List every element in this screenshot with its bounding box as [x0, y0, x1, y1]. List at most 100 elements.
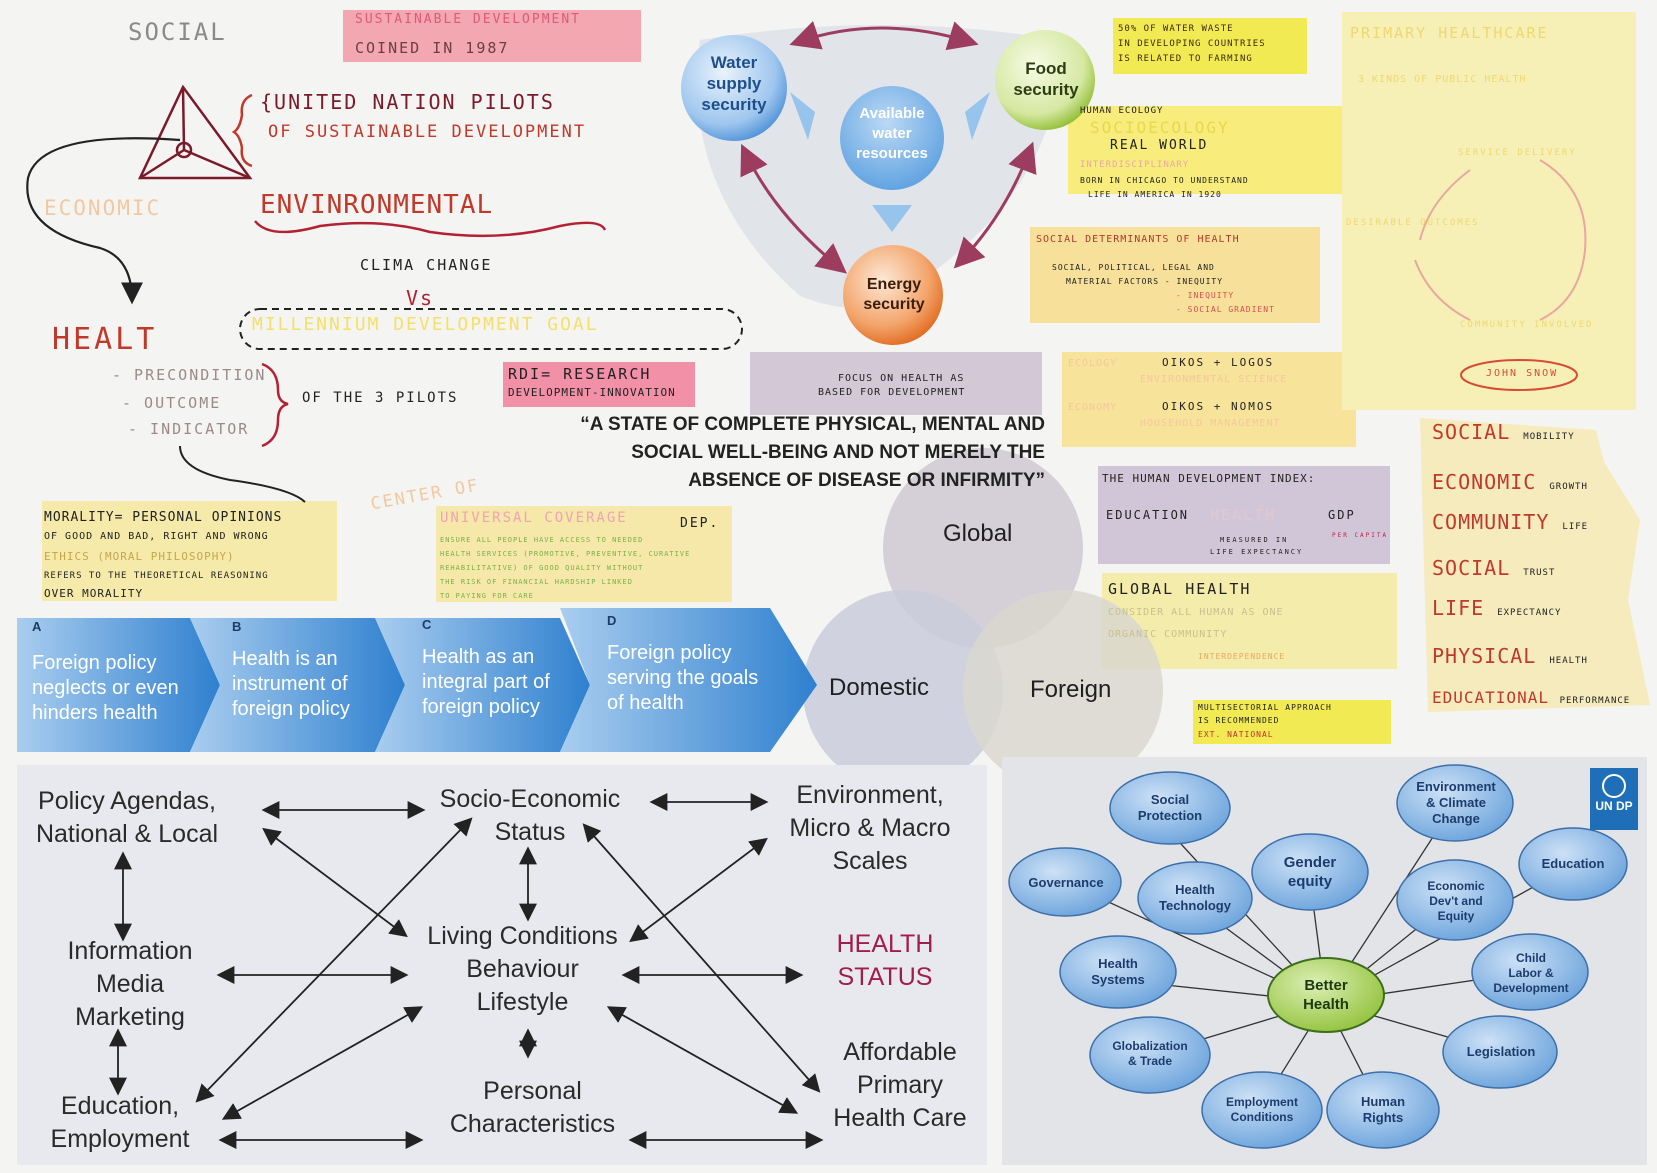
ecology-label: ECOLOGY	[1068, 358, 1118, 369]
global-health-line1: CONSIDER ALL HUMAN AS ONE	[1108, 607, 1284, 618]
sticky-ecology	[1062, 352, 1356, 447]
determinants-panel	[17, 765, 987, 1165]
hdi-gdp-note: PER CAPITA	[1332, 532, 1389, 539]
born-line2: LIFE IN AMERICA IN 1920	[1088, 190, 1222, 199]
sticky-outcomes	[1420, 418, 1650, 712]
uhc-line5: THE RISK OF FINANCIAL HARDSHIP LINKED	[440, 578, 633, 586]
sd-coined: COINED IN 1987	[355, 39, 510, 57]
brace-healt	[261, 362, 289, 448]
outcome-label: - OUTCOME	[122, 394, 222, 412]
sticky-primary-healthcare	[1342, 12, 1636, 410]
household-management-label: HOUSEHOLD MANAGEMENT	[1140, 418, 1281, 429]
uhc-line4: REHABILITATIVE) OF GOOD QUALITY WITHOUT	[440, 564, 644, 572]
node-employment: Employment Conditions	[1225, 1095, 1298, 1124]
outcome-6: PHYSICAL HEALTH	[1432, 644, 1588, 668]
uhc-line2: ENSURE ALL PEOPLE HAVE ACCESS TO NEEDED	[440, 536, 644, 544]
outcome-7-small: PERFORMANCE	[1559, 696, 1631, 706]
chevron-d-letter: D	[607, 613, 617, 628]
outcome-2: ECONOMIC GROWTH	[1432, 470, 1588, 494]
outcome-2-small: GROWTH	[1549, 482, 1588, 492]
sdh-line1: SOCIAL, POLITICAL, LEGAL AND	[1052, 263, 1215, 272]
multisectorial-line1: MULTISECTORIAL APPROACH	[1198, 703, 1332, 712]
sdh-line3: - INEQUITY	[1176, 291, 1235, 300]
hdi-title: THE HUMAN DEVELOPMENT INDEX:	[1102, 472, 1316, 485]
node-health-systems: Health Systems	[1091, 956, 1145, 987]
sticky-morality	[42, 501, 337, 601]
sticky-water-waste	[1113, 18, 1307, 74]
spider-nodes	[1008, 764, 1628, 1149]
ph-cycle-community: COMMUNITY INVOLVED	[1460, 320, 1594, 330]
node-environment-climate: Environment & Climate Change	[1416, 779, 1496, 826]
venn-global-label: Global	[943, 520, 1013, 547]
un-pilots-line1: {UNITED NATION PILOTS	[260, 90, 555, 114]
rdi-line1: RDI= RESEARCH	[508, 365, 652, 383]
outcome-1-small: MOBILITY	[1523, 432, 1575, 442]
det-education: Education, Employment	[50, 1092, 190, 1153]
outcome-1: SOCIAL MOBILITY	[1432, 420, 1575, 444]
oikos-nomos-label: OIKOS + NOMOS	[1162, 400, 1275, 413]
outcome-6-big: PHYSICAL	[1432, 644, 1537, 668]
sdh-title: SOCIAL DETERMINANTS OF HEALTH	[1036, 234, 1240, 245]
oikos-logos-label: OIKOS + LOGOS	[1162, 356, 1275, 369]
det-information: Information Media Marketing	[67, 937, 193, 1031]
outcome-6-small: HEALTH	[1549, 656, 1588, 666]
outcome-5-small: EXPECTANCY	[1497, 608, 1562, 618]
hdi-gdp: GDP	[1328, 508, 1356, 522]
outcome-4-small: TRUST	[1523, 568, 1556, 578]
sticky-pink-sd	[343, 10, 641, 62]
interdisciplinary-label: INTERDISCIPLINARY	[1080, 160, 1190, 170]
det-environment: Environment, Micro & Macro Scales	[789, 781, 951, 875]
det-personal: Personal Characteristics	[449, 1077, 616, 1138]
precondition-label: - PRECONDITION	[112, 366, 267, 384]
sticky-multisectorial	[1193, 700, 1391, 744]
chevron-b-text: Health is an instrument of foreign polic…	[232, 648, 350, 720]
outcome-5: LIFE EXPECTANCY	[1432, 596, 1561, 620]
outcome-2-big: ECONOMIC	[1432, 470, 1537, 494]
outcome-4: SOCIAL TRUST	[1432, 556, 1555, 580]
social-label: SOCIAL	[128, 18, 227, 46]
ph-author: JOHN SNOW	[1486, 368, 1559, 379]
undp-logo-text: UN DP	[1595, 799, 1633, 813]
outcome-3: COMMUNITY LIFE	[1432, 510, 1588, 534]
who-definition-line1: “A STATE OF COMPLETE PHYSICAL, MENTAL AN…	[580, 414, 1045, 435]
available-water-label: Available water resources	[856, 105, 928, 162]
human-ecology-label: HUMAN ECOLOGY	[1080, 106, 1164, 116]
node-human-rights: Human Rights	[1360, 1094, 1406, 1125]
node-globalization: Globalization & Trade	[1112, 1039, 1188, 1068]
det-socio-economic: Socio-Economic Status	[439, 785, 621, 846]
sticky-uhc	[436, 506, 732, 602]
det-health-status: HEALTH STATUS	[836, 930, 934, 991]
sticky-sdh	[1030, 227, 1320, 323]
ph-subtitle: 3 KINDS OF PUBLIC HEALTH	[1358, 74, 1527, 85]
sdh-line4: - SOCIAL GRADIENT	[1176, 305, 1275, 314]
food-security-label: Food security	[1013, 59, 1079, 99]
water-energy-food-nexus	[681, 21, 1095, 345]
socioecology-label: SOCIOECOLOGY	[1090, 118, 1230, 137]
uhc-line3: HEALTH SERVICES (PROMOTIVE, PREVENTIVE, …	[440, 550, 691, 558]
morality-line2: OF GOOD AND BAD, RIGHT AND WRONG	[44, 531, 269, 542]
mdg-label: MILLENNIUM DEVELOPMENT GOAL	[252, 314, 599, 335]
node-gender-equity: Gender equity	[1283, 854, 1337, 890]
who-definition-line2: SOCIAL WELL-BEING AND NOT MERELY THE	[631, 442, 1045, 463]
uhc-line1: UNIVERSAL COVERAGE	[440, 510, 628, 526]
born-line1: BORN IN CHICAGO TO UNDERSTAND	[1080, 176, 1249, 185]
real-world-label: REAL WORLD	[1110, 138, 1209, 153]
node-health-technology: Health Technology	[1159, 882, 1231, 913]
chevron-a-letter: A	[32, 619, 42, 634]
chevron-c-letter: C	[422, 617, 432, 632]
vs-label: Vs	[406, 286, 435, 310]
venn-diagram	[803, 448, 1163, 790]
outcome-7-big: EDUCATIONAL	[1432, 688, 1549, 707]
node-better-health: Better Health	[1303, 977, 1349, 1013]
det-policy: Policy Agendas, National & Local	[35, 787, 219, 848]
healt-label: HEALT	[52, 322, 158, 357]
chevron-a-text: Foreign policy neglects or even hinders …	[32, 652, 179, 724]
node-education: Education	[1541, 856, 1605, 871]
morality-line3: ETHICS (MORAL PHILOSOPHY)	[44, 550, 235, 563]
environmental-label: ENVINRONMENTAL	[260, 190, 494, 220]
water-security-label: Water supply security	[701, 53, 767, 114]
outcome-3-big: COMMUNITY	[1432, 510, 1550, 534]
outcome-7: EDUCATIONAL PERFORMANCE	[1432, 688, 1630, 707]
hdi-measured-line2: LIFE EXPECTANCY	[1210, 548, 1304, 556]
